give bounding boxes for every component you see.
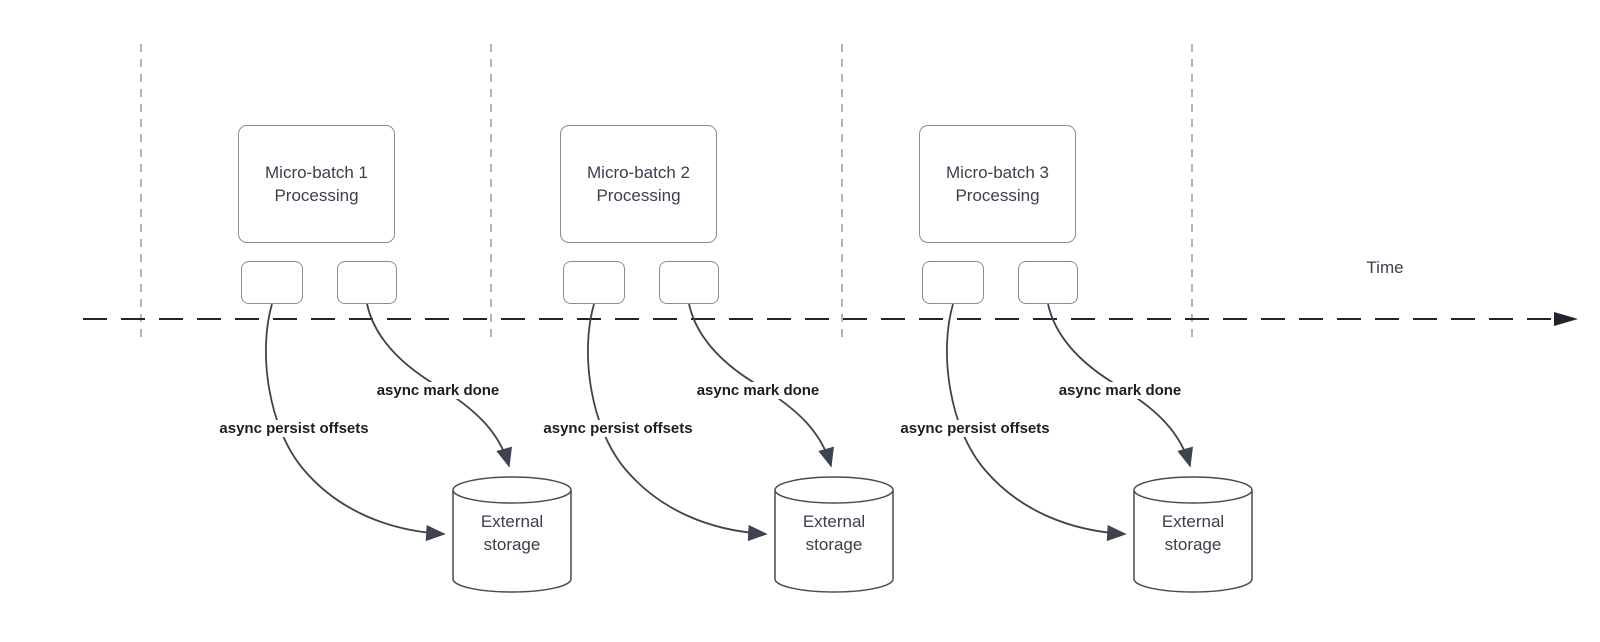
persist-offsets-label: async persist offsets <box>897 420 1053 437</box>
process-box-2: Micro-batch 2 Processing <box>560 125 717 243</box>
timeline-arrowhead-icon <box>1554 312 1578 326</box>
persist-offsets-label: async persist offsets <box>216 420 372 437</box>
process-box-label: Micro-batch 2 Processing <box>587 163 690 205</box>
persist-offsets-arrow <box>265 303 446 542</box>
mark-task-box-2 <box>659 261 719 304</box>
process-box-label: Micro-batch 3 Processing <box>946 163 1049 205</box>
external-storage-label: External storage <box>480 512 544 554</box>
storage-cylinder-top <box>452 476 572 504</box>
mark-done-label: async mark done <box>693 382 823 399</box>
persist-offsets-arrow <box>587 303 768 542</box>
process-box-1: Micro-batch 1 Processing <box>238 125 395 243</box>
storage-cylinder-top <box>1133 476 1253 504</box>
process-box-label: Micro-batch 1 Processing <box>265 163 368 205</box>
persist-offsets-arrow <box>946 303 1127 542</box>
process-box-3: Micro-batch 3 Processing <box>919 125 1076 243</box>
mark-task-box-3 <box>1018 261 1078 304</box>
mark-task-box-1 <box>337 261 397 304</box>
mark-done-label: async mark done <box>373 382 503 399</box>
batch-group-3 <box>946 303 1253 593</box>
storage-cylinder-body <box>774 490 894 593</box>
storage-cylinder-body <box>1133 490 1253 593</box>
storage-cylinder-top <box>774 476 894 504</box>
persist-task-box-1 <box>241 261 303 304</box>
time-axis-label: Time <box>1366 258 1404 277</box>
external-storage-label: External storage <box>802 512 866 554</box>
mark-done-label: async mark done <box>1055 382 1185 399</box>
batch-group-1 <box>265 303 572 593</box>
persist-task-box-3 <box>922 261 984 304</box>
external-storage-label: External storage <box>1161 512 1225 554</box>
storage-cylinder-body <box>452 490 572 593</box>
persist-task-box-2 <box>563 261 625 304</box>
persist-offsets-label: async persist offsets <box>540 420 696 437</box>
